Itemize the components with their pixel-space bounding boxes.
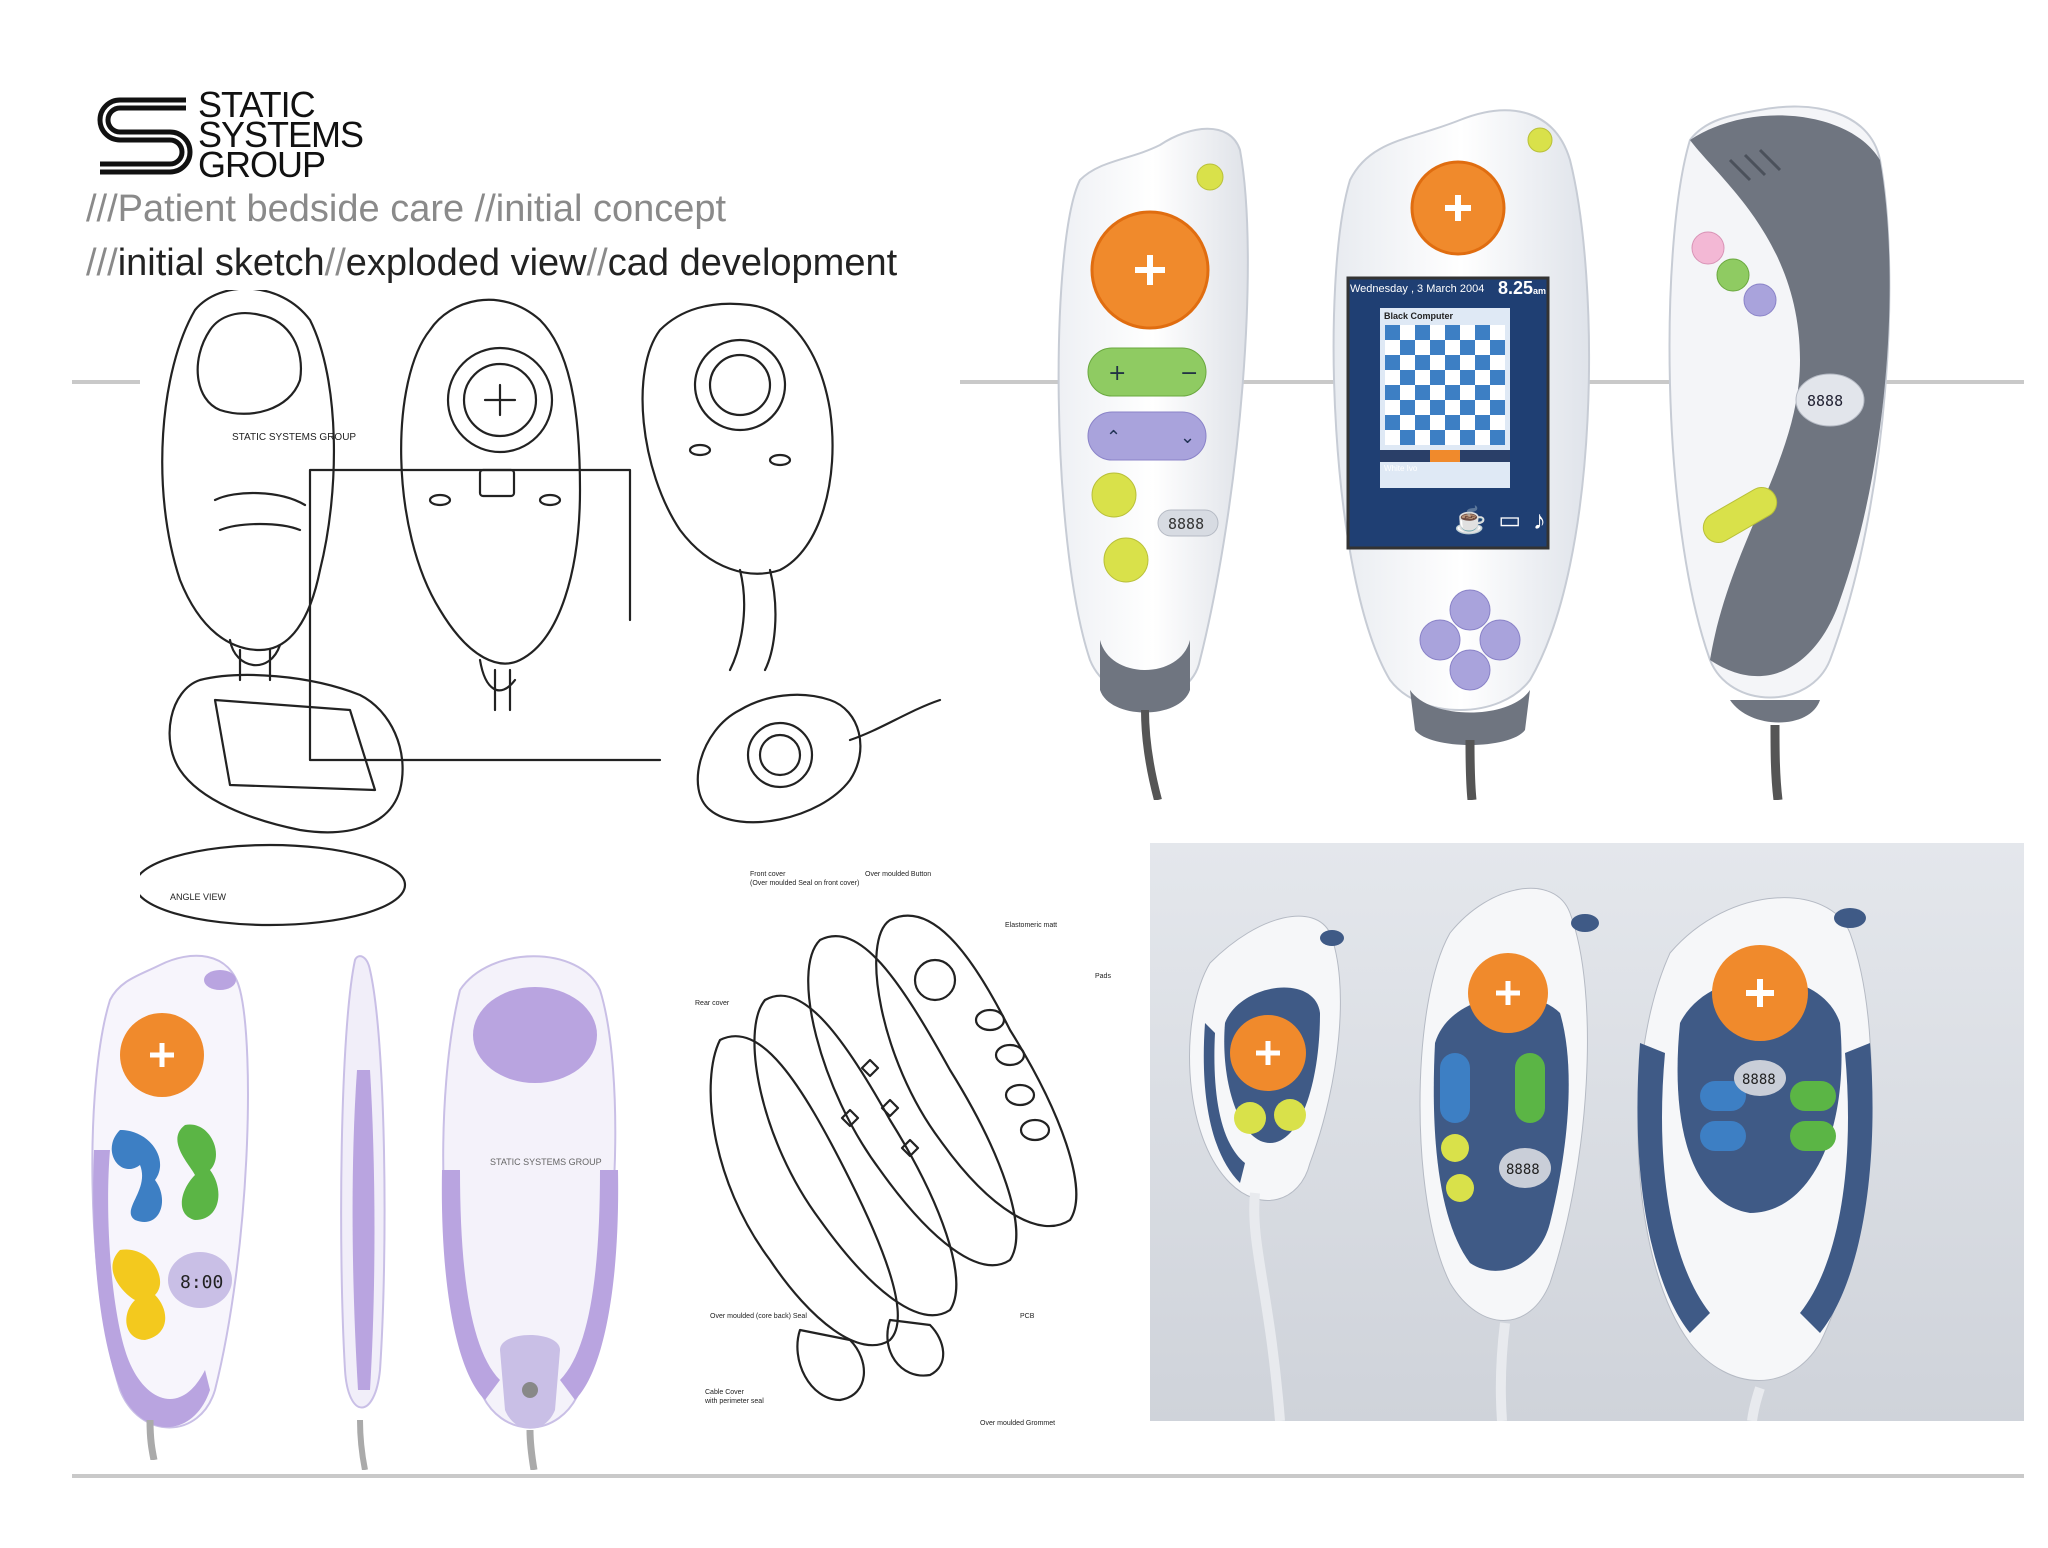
slash-1: /// bbox=[86, 242, 118, 284]
purple-device-side bbox=[340, 955, 386, 1470]
callout-cable-cover: Cable Cover bbox=[705, 1389, 745, 1396]
slash-3: // bbox=[586, 242, 608, 284]
link-initial-sketch: initial sketch bbox=[117, 242, 325, 284]
render-screen-device: Wednesday , 3 March 2004 8.25am Black Co… bbox=[1310, 100, 1610, 800]
purple-device-back: STATIC SYSTEMS GROUP bbox=[441, 955, 619, 1470]
screen-menu-bar: ☕ ▭ ♪ bbox=[1350, 495, 1546, 545]
callout-over-moulded-grommet: Over moulded Grommet bbox=[980, 1420, 1055, 1427]
cad-device-medium: 8888 bbox=[1419, 887, 1599, 1421]
initial-sketch: STATIC SYSTEMS GROUP ANGLE VIEW bbox=[140, 290, 960, 930]
cad-device-small bbox=[1189, 915, 1344, 1421]
readout-c: 8888 bbox=[1807, 392, 1843, 410]
readout-a: 8888 bbox=[1168, 515, 1204, 533]
cad-device-large: 8888 bbox=[1637, 897, 1873, 1421]
link-cad-development: cad development bbox=[607, 242, 898, 284]
logo-line-1: STATIC bbox=[198, 84, 316, 125]
cup-icon[interactable]: ☕ bbox=[1453, 504, 1487, 535]
purple-readout: 8:00 bbox=[180, 1272, 223, 1293]
callout-cable-cover-note: with perimeter seal bbox=[704, 1398, 764, 1405]
sketch-logo-text: STATIC SYSTEMS GROUP bbox=[232, 432, 356, 443]
brand-logo: STATIC SYSTEMS GROUP bbox=[90, 84, 410, 185]
back-logo-text: STATIC SYSTEMS GROUP bbox=[490, 1157, 602, 1167]
cad-readout-3: 8888 bbox=[1742, 1072, 1776, 1088]
tv-icon[interactable]: ▭ bbox=[1498, 506, 1521, 534]
render-gray-grip-device: 8888 bbox=[1668, 105, 1891, 800]
link-exploded-view: exploded view bbox=[345, 242, 587, 284]
logo-line-2: SYSTEMS bbox=[198, 114, 364, 155]
cad-readout-2: 8888 bbox=[1506, 1162, 1540, 1178]
svg-text:+: + bbox=[1108, 361, 1126, 386]
svg-text:⌃: ⌃ bbox=[1106, 427, 1121, 448]
render-button-remote: + − ⌃ ⌄ 8888 bbox=[1057, 127, 1249, 800]
callout-pcb: PCB bbox=[1020, 1313, 1035, 1320]
callout-front-cover: Front cover bbox=[750, 871, 786, 878]
cad-render-panel: 8888 8888 bbox=[1150, 843, 2024, 1421]
sketch-device-4: ANGLE VIEW bbox=[140, 673, 407, 927]
top-rule bbox=[72, 380, 2024, 384]
bottom-rule bbox=[72, 1474, 2024, 1478]
callout-front-cover-note: (Over moulded Seal on front cover) bbox=[750, 880, 859, 887]
callout-pads: Pads bbox=[1095, 973, 1111, 980]
chess-board bbox=[1385, 325, 1505, 445]
music-icon[interactable]: ♪ bbox=[1533, 504, 1546, 535]
callout-over-moulded-button: Over moulded Button bbox=[865, 871, 931, 878]
headline-line-2: ///initial sketch//exploded view//cad de… bbox=[86, 242, 897, 285]
screen-date: Wednesday , 3 March 2004 bbox=[1350, 283, 1485, 295]
game-title: Black Computer bbox=[1384, 311, 1454, 321]
screen-time-suffix: am bbox=[1533, 286, 1547, 296]
headline-line-1: ///Patient bedside care //initial concep… bbox=[86, 188, 727, 230]
sketch-corner-note: ANGLE VIEW bbox=[170, 892, 227, 902]
sketch-device-2 bbox=[400, 298, 582, 712]
svg-text:−: − bbox=[1180, 361, 1198, 386]
purple-device-front: 8:00 bbox=[91, 954, 249, 1460]
screen-time: 8.25am bbox=[1498, 278, 1546, 299]
logo-line-3: GROUP bbox=[198, 144, 326, 185]
svg-text:⌄: ⌄ bbox=[1180, 427, 1195, 448]
slash-2: // bbox=[324, 242, 346, 284]
exploded-view: Front cover (Over moulded Seal on front … bbox=[695, 871, 1111, 1427]
callout-rear-cover: Rear cover bbox=[695, 1000, 730, 1007]
callout-elastomeric-matt: Elastomeric matt bbox=[1005, 922, 1057, 929]
sketch-device-5 bbox=[696, 693, 942, 824]
screen-time-value: 8.25 bbox=[1498, 278, 1534, 298]
callout-over-moulded-seal: Over moulded (core back) Seal bbox=[710, 1313, 807, 1320]
ss-logo-mark bbox=[97, 97, 193, 175]
sketch-device-3 bbox=[641, 302, 834, 672]
player-label: White Ivo bbox=[1384, 464, 1418, 473]
